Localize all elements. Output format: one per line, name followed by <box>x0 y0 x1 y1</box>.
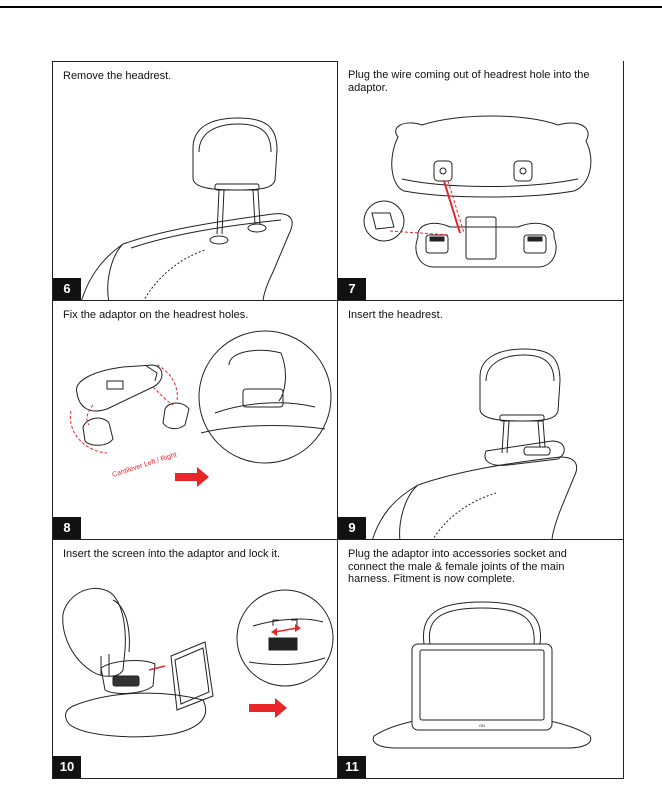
fix-adaptor-illustration: Cantilever Left / Right <box>53 301 338 487</box>
step-8-panel: Cantilever Left / Right Fix the adaptor … <box>52 301 338 540</box>
step-8-number: 8 <box>53 517 81 539</box>
cantilever-callout: Cantilever Left / Right <box>111 451 177 478</box>
step-9-panel: Insert the headrest. 9 <box>338 301 624 540</box>
step-10-number: 10 <box>53 756 81 778</box>
step-6-caption: Remove the headrest. <box>63 70 172 82</box>
step-6-panel: Remove the headrest. 6 <box>52 61 338 301</box>
fitment-complete-illustration: ON <box>338 540 624 779</box>
screen-on-label: ON <box>479 723 485 728</box>
step-10-caption: Insert the screen into the adaptor and l… <box>63 548 281 560</box>
remove-headrest-illustration <box>53 62 338 301</box>
step-7-caption: Plug the wire coming out of headrest hol… <box>348 69 590 94</box>
insert-headrest-illustration <box>338 301 624 540</box>
step-10-panel: Insert the screen into the adaptor and l… <box>52 540 338 779</box>
step-9-caption: Insert the headrest. <box>348 309 443 321</box>
step-7-panel: Plug the wire coming out of headrest hol… <box>338 61 624 301</box>
insert-screen-illustration <box>53 540 338 779</box>
step-6-number: 6 <box>53 278 81 300</box>
installation-steps-grid: Remove the headrest. 6 Plug the wire com… <box>52 61 624 779</box>
step-9-number: 9 <box>338 517 366 539</box>
step-7-number: 7 <box>338 278 366 300</box>
step-11-caption: Plug the adaptor into accessories socket… <box>348 548 567 585</box>
step-11-panel: ON Plug the adaptor into accessories soc… <box>338 540 624 779</box>
top-rule <box>0 6 662 8</box>
step-8-caption: Fix the adaptor on the headrest holes. <box>63 309 249 321</box>
plug-wire-illustration <box>338 61 624 301</box>
step-11-number: 11 <box>338 756 366 778</box>
